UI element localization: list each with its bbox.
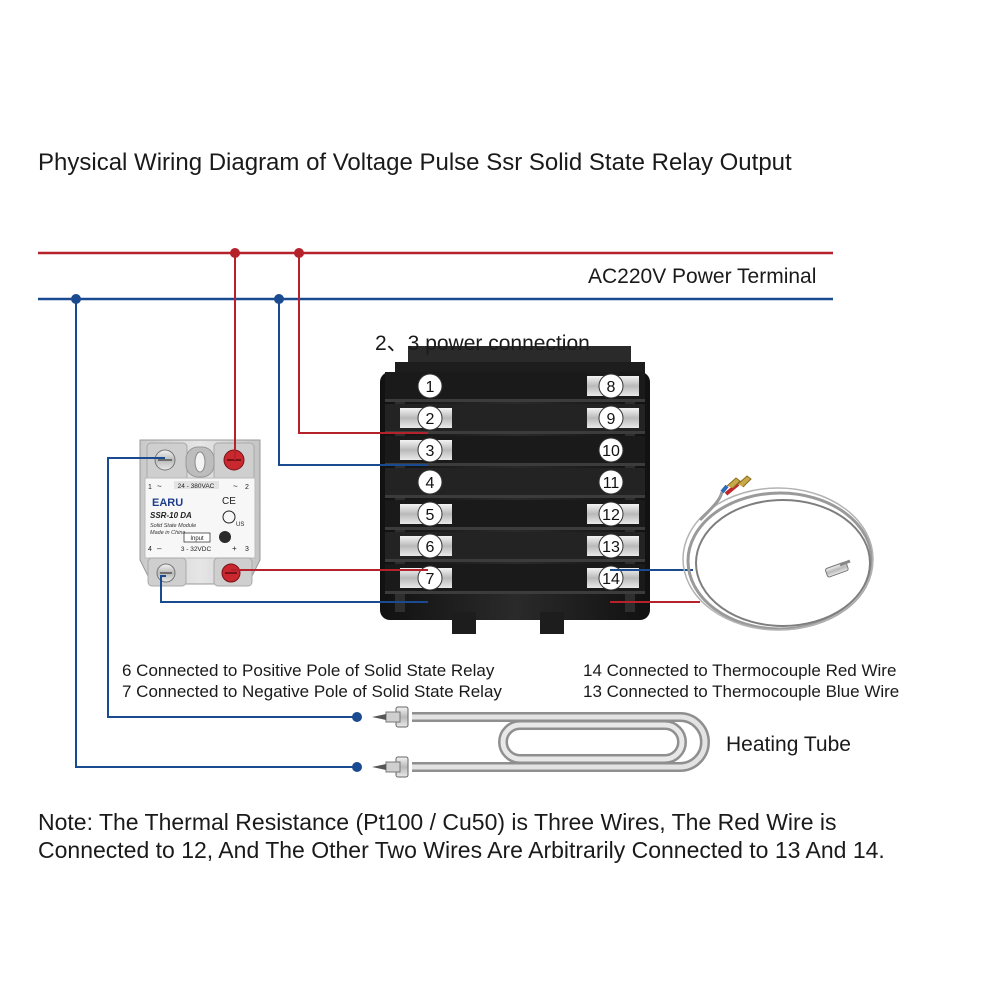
terminal-row-divider [385, 431, 645, 434]
terminal-10-screw[interactable] [598, 437, 624, 463]
terminal-1-screw[interactable] [417, 373, 443, 399]
heating-tube-icon [372, 706, 710, 778]
ssr-terminal-2: 2 [245, 484, 249, 491]
terminal-1-label: 1 [426, 379, 435, 396]
power-connection-label: 2、3 power connection [375, 332, 590, 355]
ssr-plus: + [232, 544, 237, 553]
annotation-terminal-13: 13 Connected to Thermocouple Blue Wire [583, 682, 900, 701]
terminal-13-screw[interactable] [598, 533, 624, 559]
terminal-5-label: 5 [426, 507, 435, 524]
terminal-row-divider [385, 591, 645, 594]
junction-dot [352, 762, 362, 772]
ssr-dc-rating: 3 - 32VDC [181, 546, 212, 553]
ssr-indicator-led [219, 531, 231, 543]
terminal-row-divider [385, 559, 645, 562]
ac-power-terminal-label: AC220V Power Terminal [588, 265, 817, 288]
junction-dot [71, 294, 81, 304]
terminal-12-screw[interactable] [598, 501, 624, 527]
solid-state-relay-icon: 24 - 380VAC 1 ~ ~ 2 EARU CE SSR-10 DA US… [139, 439, 261, 587]
terminal-6-label: 6 [426, 539, 435, 556]
terminal-3-label: 3 [426, 443, 435, 460]
ssr-brand: EARU [152, 497, 183, 509]
junction-dot [274, 294, 284, 304]
ssr-model: SSR-10 DA [150, 511, 192, 520]
junction-dot [352, 712, 362, 722]
ssr-input-label: Input [190, 536, 204, 542]
diagram-title: Physical Wiring Diagram of Voltage Pulse… [38, 149, 792, 176]
wire-neutral-to-terminal-3 [278, 299, 428, 466]
note-line-1: Note: The Thermal Resistance (Pt100 / Cu… [38, 809, 837, 835]
terminal-row-divider [385, 527, 645, 530]
ssr-terminal-4: 4 [148, 546, 152, 553]
terminal-2-label: 2 [426, 411, 435, 428]
note-line-2: Connected to 12, And The Other Two Wires… [38, 837, 885, 863]
junction-dot [230, 248, 240, 258]
terminal-8-label: 8 [607, 379, 616, 396]
terminal-row-divider [385, 463, 645, 466]
terminal-11-screw[interactable] [598, 469, 624, 495]
terminal-14-label: 14 [602, 571, 620, 588]
ssr-ac-rating: 24 - 380VAC [178, 483, 215, 490]
ssr-cert-ce: CE [222, 496, 236, 507]
terminal-11-label: 11 [603, 475, 620, 492]
terminal-5-screw[interactable] [417, 501, 443, 527]
ssr-minus: – [157, 544, 162, 553]
terminal-row-divider [385, 495, 645, 498]
terminal-7-screw[interactable] [417, 565, 443, 591]
heating-tube-label: Heating Tube [726, 733, 851, 756]
terminal-row-divider [385, 399, 645, 402]
terminal-3-screw[interactable] [417, 437, 443, 463]
terminal-12-label: 12 [602, 507, 620, 524]
terminal-9-screw[interactable] [598, 405, 624, 431]
wire-ssr-to-heater [107, 457, 357, 718]
annotation-terminal-6: 6 Connected to Positive Pole of Solid St… [122, 661, 495, 680]
ssr-terminal-3: 3 [245, 546, 249, 553]
terminal-4-label: 4 [426, 475, 435, 492]
junction-dot [294, 248, 304, 258]
terminal-7-label: 7 [426, 571, 435, 588]
ul-mark-icon [222, 510, 236, 524]
wire-terminal-7-to-ssr-negative [160, 575, 428, 603]
terminal-10-label: 10 [602, 443, 620, 460]
annotation-terminal-7: 7 Connected to Negative Pole of Solid St… [122, 682, 502, 701]
terminal-4-screw[interactable] [417, 469, 443, 495]
wire-live-to-terminal-2 [298, 253, 428, 434]
ssr-subtitle: Solid State Module [150, 523, 196, 529]
annotation-terminal-14: 14 Connected to Thermocouple Red Wire [583, 661, 897, 680]
thermocouple-probe-icon [682, 475, 874, 631]
note-text: Note: The Thermal Resistance (Pt100 / Cu… [38, 808, 885, 864]
terminal-13-label: 13 [602, 539, 620, 556]
terminal-6-screw[interactable] [417, 533, 443, 559]
terminal-9-label: 9 [607, 411, 616, 428]
terminal-2-screw[interactable] [417, 405, 443, 431]
terminal-14-screw[interactable] [598, 565, 624, 591]
terminal-8-screw[interactable] [598, 373, 624, 399]
ssr-cert-us: US [236, 522, 244, 528]
ssr-tilde-left: ~ [157, 482, 162, 491]
wire-neutral-to-heater [75, 299, 357, 768]
ssr-terminal-1: 1 [148, 484, 152, 491]
ssr-tilde-right: ~ [233, 482, 238, 491]
ssr-origin: Made in China [150, 530, 185, 536]
